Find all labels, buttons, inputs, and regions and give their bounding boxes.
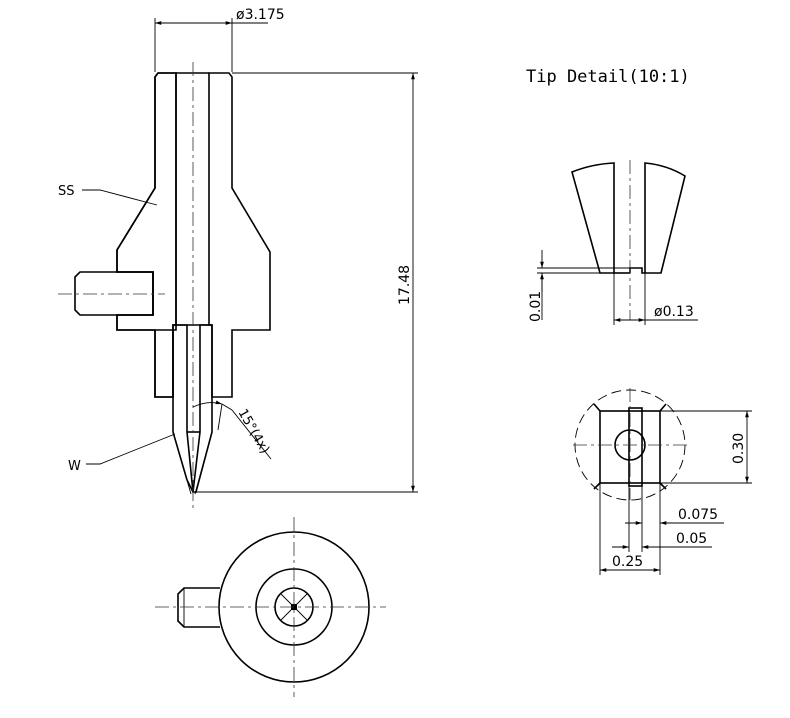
main-section-view: ø3.175 17.48 15°(4x) SS W (58, 7, 418, 512)
dim-diameter: ø3.175 (236, 7, 285, 23)
dim-length: 17.48 (397, 265, 413, 305)
detail-title: Tip Detail(10:1) (526, 67, 690, 87)
dim-height: 0.30 (731, 433, 747, 464)
dim-bore: ø0.13 (654, 304, 694, 320)
dim-side: 0.075 (678, 507, 718, 523)
material-label-w: W (68, 459, 81, 474)
material-label-ss: SS (58, 184, 75, 199)
dim-slot: 0.05 (676, 531, 707, 547)
dim-width: 0.25 (612, 554, 643, 570)
set-screw-end (177, 587, 220, 628)
end-view (155, 517, 386, 697)
tip-detail-section: 0.01 ø0.13 (528, 160, 698, 325)
tip-end-view: 0.30 0.075 0.05 0.25 (573, 388, 752, 575)
set-screw (74, 271, 154, 316)
angle-label: 15°(4x) (235, 407, 273, 457)
body-right-section (208, 72, 271, 398)
dim-step: 0.01 (528, 291, 544, 322)
